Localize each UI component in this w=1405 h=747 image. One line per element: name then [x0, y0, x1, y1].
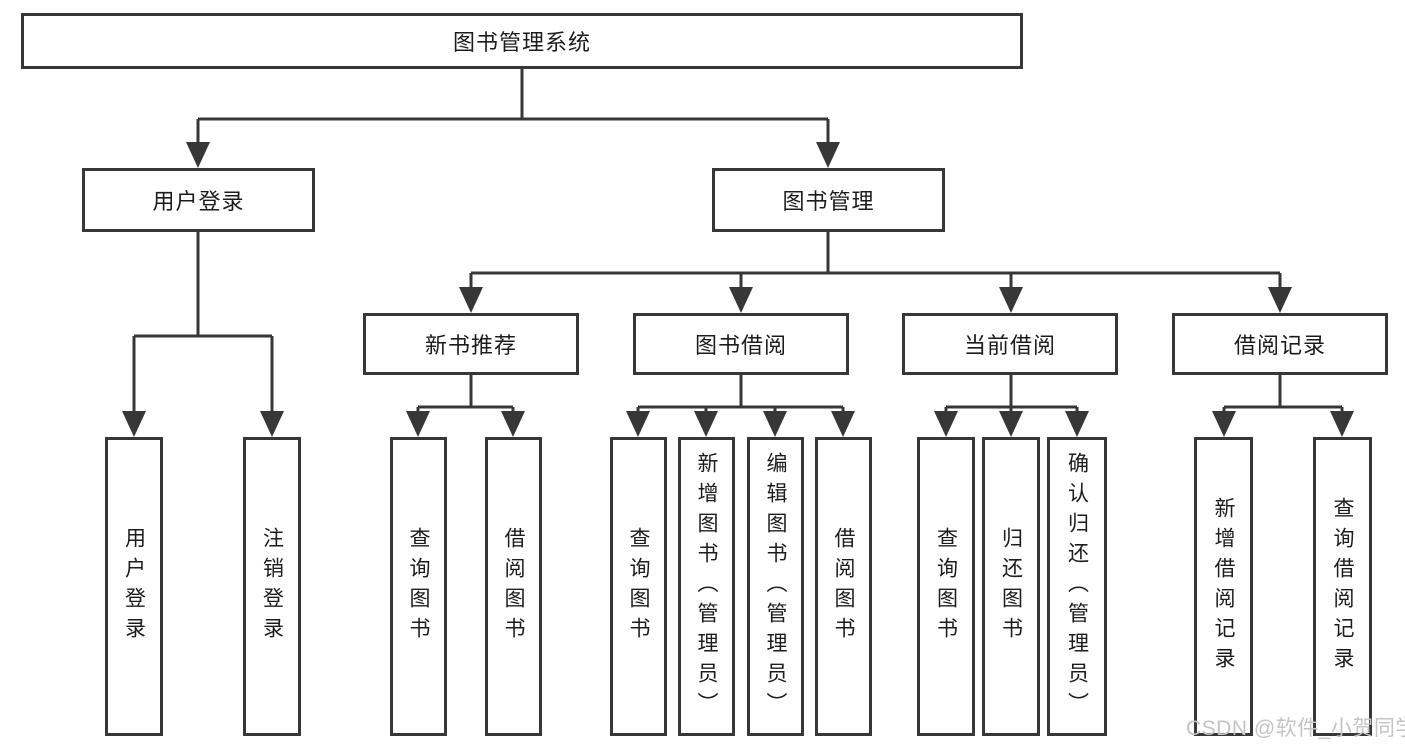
node-current-borrowing: 当前借阅: [902, 313, 1118, 375]
node-logout: 注销登录: [243, 437, 301, 736]
node-label: 查询借阅记录: [1331, 496, 1354, 677]
node-user-login-leaf: 用户登录: [105, 437, 163, 736]
node-label: 图书管理系统: [452, 30, 591, 55]
node-query-borrow-record: 查询借阅记录: [1313, 437, 1372, 736]
node-add-books-admin: 新增图书（管理员）: [678, 437, 735, 736]
node-label: 注销登录: [260, 526, 284, 647]
node-return-books: 归还图书: [982, 437, 1040, 736]
node-confirm-return-admin: 确认归还（管理员）: [1047, 437, 1107, 736]
node-query-books-recommend: 查询图书: [390, 437, 447, 736]
node-label: 借阅图书: [502, 526, 525, 647]
node-user-login-branch: 用户登录: [82, 168, 315, 232]
node-label: 用户登录: [122, 526, 146, 647]
node-label: 当前借阅: [963, 333, 1056, 358]
node-borrowing-records: 借阅记录: [1172, 313, 1388, 375]
node-label: 查询图书: [407, 526, 430, 647]
node-label: 新书推荐: [424, 333, 517, 358]
node-borrow-books-recommend: 借阅图书: [485, 437, 542, 736]
node-label: 查询图书: [627, 526, 650, 647]
node-borrow-books: 借阅图书: [815, 437, 872, 736]
node-label: 归还图书: [999, 526, 1023, 647]
node-new-book-recommendation: 新书推荐: [363, 313, 579, 375]
node-library-management-system: 图书管理系统: [21, 13, 1023, 69]
node-label: 借阅图书: [832, 526, 855, 647]
node-label: 图书管理: [782, 189, 875, 214]
node-query-books-borrow: 查询图书: [610, 437, 667, 736]
node-book-management: 图书管理: [712, 168, 945, 232]
node-label: 确认归还（管理员）: [1065, 451, 1089, 722]
node-label: 图书借阅: [694, 333, 787, 358]
node-add-borrow-record: 新增借阅记录: [1194, 437, 1253, 736]
node-label: 新增借阅记录: [1212, 496, 1235, 677]
node-label: 查询图书: [934, 526, 958, 647]
arrowhead-icons: [122, 142, 1354, 437]
node-query-books-current: 查询图书: [917, 437, 975, 736]
node-label: 编辑图书（管理员）: [764, 451, 787, 722]
node-book-borrowing: 图书借阅: [633, 313, 849, 375]
node-label: 借阅记录: [1233, 333, 1326, 358]
node-label: 用户登录: [152, 189, 245, 214]
csdn-watermark: CSDN @软件_小贺同学: [1186, 717, 1405, 740]
node-label: 新增图书（管理员）: [695, 451, 718, 722]
node-edit-books-admin: 编辑图书（管理员）: [747, 437, 804, 736]
